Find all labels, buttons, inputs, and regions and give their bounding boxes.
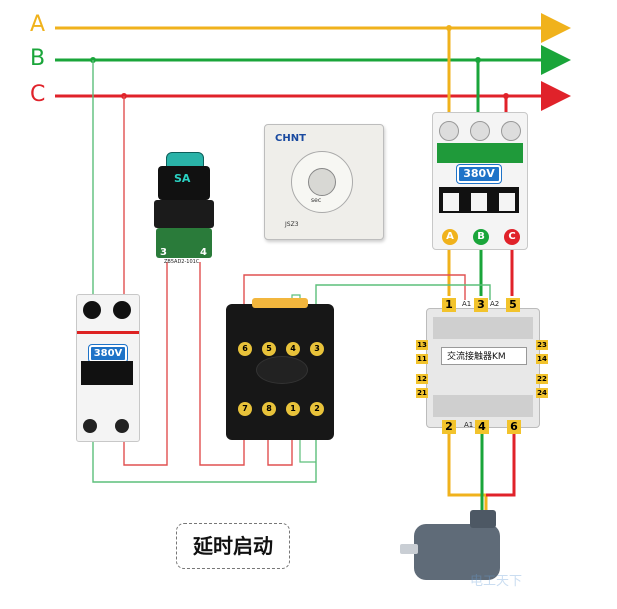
motor <box>400 508 510 588</box>
timer-brand: CHNT <box>275 133 306 144</box>
km-coil-a1-top: A1 <box>462 300 472 308</box>
breaker-1p-voltage: 380V <box>89 345 127 362</box>
km-terminal-4: 4 <box>475 420 489 434</box>
contactor-km: 交流接触器KM <box>426 308 540 428</box>
km-aux-24: 24 <box>536 388 548 398</box>
km-aux-21: 21 <box>416 388 428 398</box>
breaker-3p-voltage: 380V <box>457 165 501 183</box>
km-aux-23: 23 <box>536 340 548 350</box>
km-terminal-3: 3 <box>474 298 488 312</box>
phase-label-b: B <box>30 46 46 71</box>
phase-label-a: A <box>30 12 46 37</box>
km-aux-14: 14 <box>536 354 548 364</box>
relay-terminal-5: 5 <box>262 342 276 356</box>
relay-terminal-8: 8 <box>262 402 276 416</box>
km-coil-a1-bottom: A1 <box>464 421 474 429</box>
contactor-label: 交流接触器KM <box>447 352 506 362</box>
relay-terminal-7: 7 <box>238 402 252 416</box>
three-pole-breaker[interactable]: 380V <box>432 112 528 250</box>
km-terminal-6: 6 <box>507 420 521 434</box>
watermark: 电工天下 <box>470 574 523 589</box>
km-terminal-1: 1 <box>442 298 456 312</box>
time-relay: CHNT sec JSZ3 <box>264 124 384 240</box>
switch-terminal-4: 4 <box>200 247 207 258</box>
timer-model: JSZ3 <box>285 221 299 228</box>
breaker-terminal-a: A <box>442 229 458 245</box>
km-terminal-2: 2 <box>442 420 456 434</box>
switch-sa-label: SA <box>174 172 191 185</box>
selector-switch-sa[interactable]: SA 3 4 ZB5AD2-101C <box>152 152 216 270</box>
relay-terminal-2: 2 <box>310 402 324 416</box>
timer-unit: sec <box>311 197 322 204</box>
km-terminal-5: 5 <box>506 298 520 312</box>
km-aux-12: 12 <box>416 374 428 384</box>
diagram-caption: 延时启动 <box>176 523 290 569</box>
km-aux-11: 11 <box>416 354 428 364</box>
km-aux-22: 22 <box>536 374 548 384</box>
km-coil-a2-top: A2 <box>490 300 500 308</box>
breaker-terminal-b: B <box>473 229 489 245</box>
relay-terminal-1: 1 <box>286 402 300 416</box>
switch-terminal-3: 3 <box>160 247 167 258</box>
relay-terminal-4: 4 <box>286 342 300 356</box>
relay-terminal-3: 3 <box>310 342 324 356</box>
relay-terminal-6: 6 <box>238 342 252 356</box>
phase-label-c: C <box>30 82 46 107</box>
two-pole-breaker[interactable]: 380V <box>76 294 140 442</box>
relay-base <box>226 298 334 440</box>
breaker-terminal-c: C <box>504 229 520 245</box>
timer-knob[interactable] <box>308 168 336 196</box>
switch-model: ZB5AD2-101C <box>164 259 200 265</box>
km-aux-13: 13 <box>416 340 428 350</box>
